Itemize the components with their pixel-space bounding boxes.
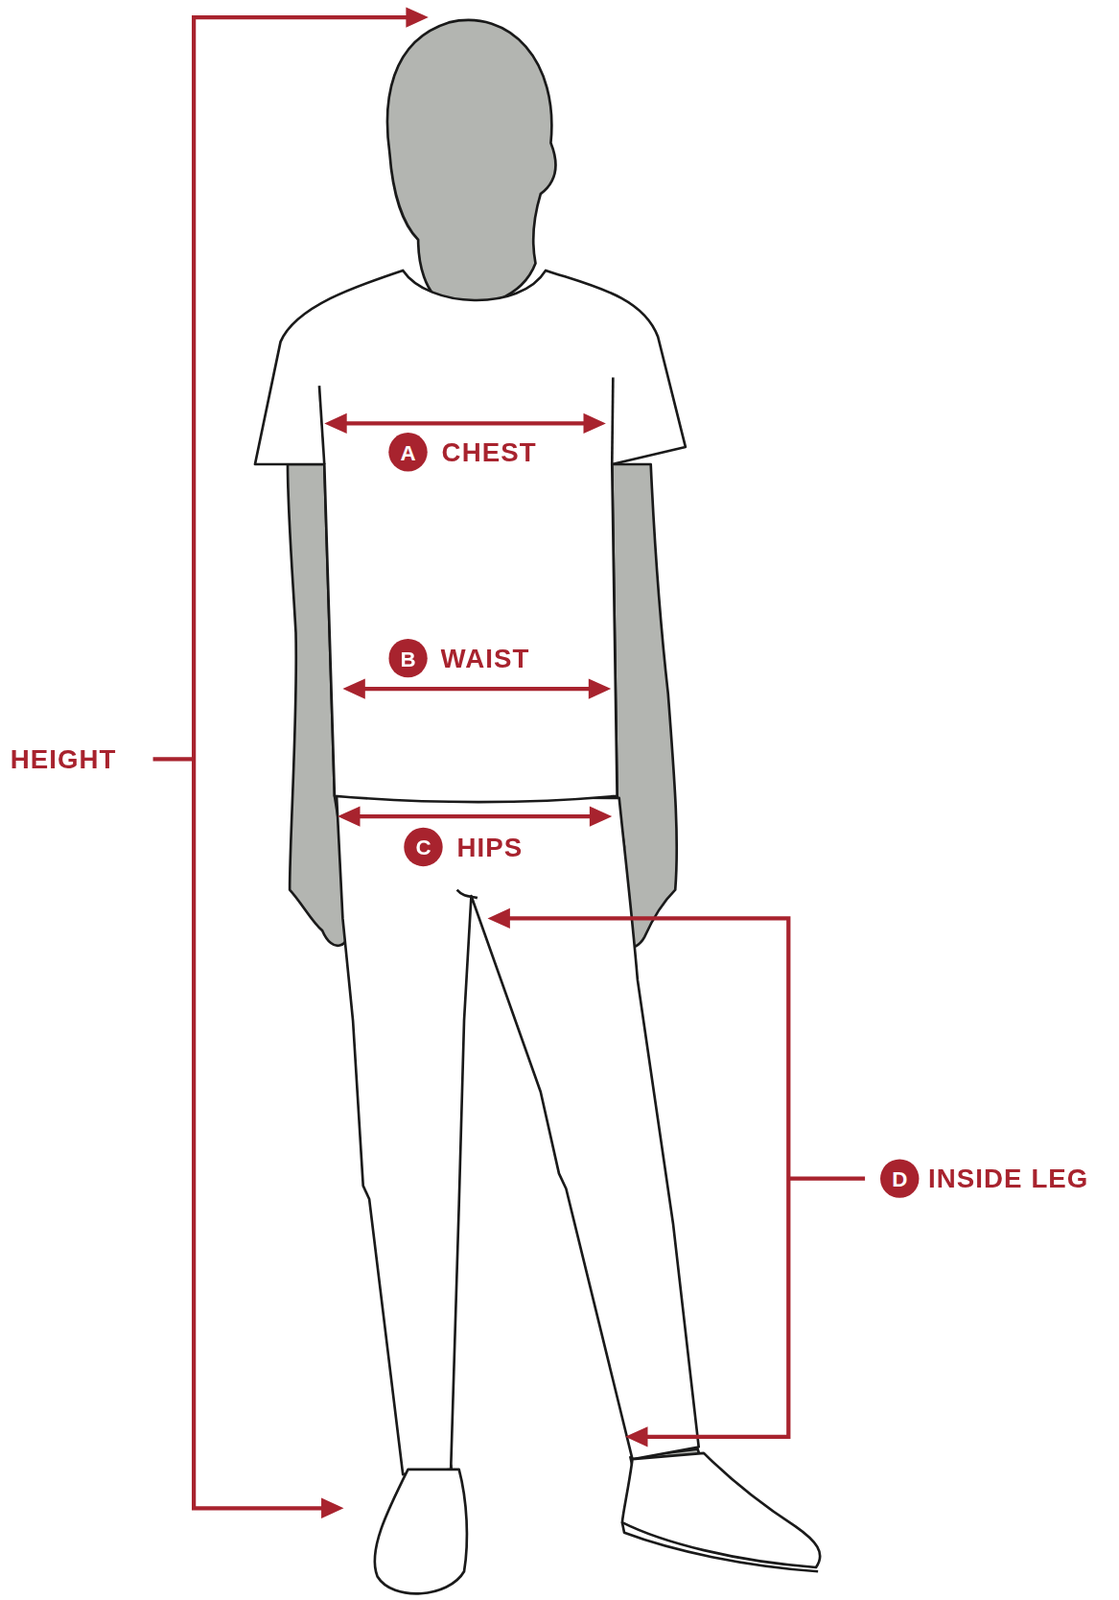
inside-leg-bracket bbox=[504, 917, 790, 1436]
arrowhead bbox=[487, 908, 510, 929]
arrowhead bbox=[588, 677, 611, 699]
arrowhead bbox=[342, 677, 365, 699]
callout-letter: C bbox=[415, 836, 431, 858]
chest-line bbox=[338, 420, 592, 425]
arrowhead bbox=[589, 805, 612, 826]
measure-label: HEIGHT bbox=[10, 746, 117, 773]
letter-badge: A bbox=[388, 432, 427, 471]
height-bracket bbox=[193, 17, 414, 1508]
trousers bbox=[336, 795, 700, 1474]
figure bbox=[255, 20, 820, 1593]
arrowhead bbox=[321, 1497, 344, 1518]
arrowhead bbox=[324, 413, 347, 434]
arrowheads bbox=[321, 6, 648, 1517]
arrowhead bbox=[405, 6, 428, 27]
right-shoe bbox=[622, 1452, 820, 1567]
measure-lines bbox=[153, 17, 866, 1508]
fly-mark bbox=[457, 889, 478, 899]
head bbox=[387, 20, 556, 307]
left-seam bbox=[319, 385, 325, 465]
measure-label: HIPS bbox=[457, 833, 524, 861]
callout-letter: A bbox=[399, 441, 416, 463]
letter-badge: D bbox=[880, 1158, 919, 1197]
t-shirt bbox=[255, 270, 686, 802]
left-shoe bbox=[374, 1468, 467, 1594]
letter-badge: C bbox=[403, 827, 443, 866]
letter-badge: B bbox=[388, 638, 427, 677]
measure-label: WAIST bbox=[441, 644, 531, 672]
height-tick bbox=[153, 756, 195, 761]
right-seam bbox=[611, 377, 613, 465]
arrowhead bbox=[625, 1425, 648, 1446]
callout-letter: D bbox=[891, 1166, 908, 1189]
arrowhead bbox=[337, 805, 360, 826]
measure-label: INSIDE LEG bbox=[928, 1165, 1089, 1192]
measure-label: CHEST bbox=[442, 438, 537, 466]
shoe-sole bbox=[622, 1521, 818, 1571]
arrowhead bbox=[582, 413, 606, 434]
waist-line bbox=[356, 686, 597, 691]
hips-line bbox=[351, 814, 598, 818]
callout-letter: B bbox=[399, 647, 416, 669]
inside-leg-tick bbox=[788, 1176, 865, 1181]
